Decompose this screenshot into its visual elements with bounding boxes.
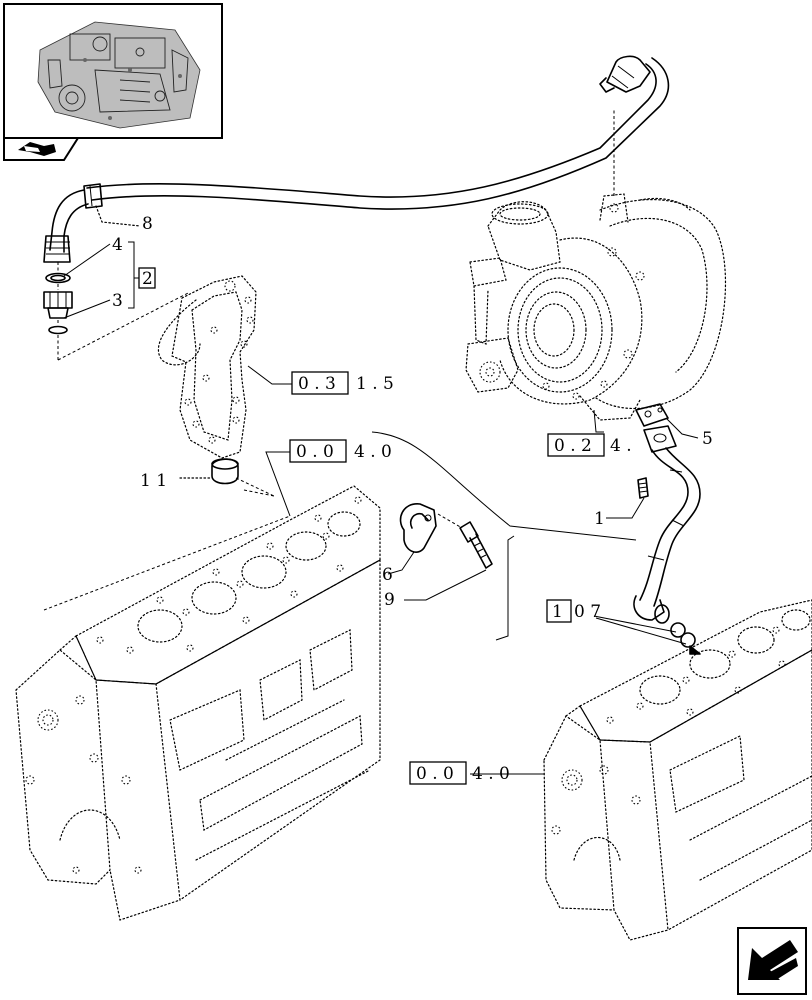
screw-1 xyxy=(637,477,649,499)
oil-return-pipe xyxy=(633,425,701,655)
callout-11[interactable]: 1 1 xyxy=(140,471,167,491)
ref-024[interactable]: 0 . 2 4 . xyxy=(547,409,632,457)
callout-4[interactable]: 4 xyxy=(112,235,123,255)
svg-text:4 . 0: 4 . 0 xyxy=(472,764,510,784)
callout-2[interactable]: 2 xyxy=(142,269,153,289)
clamp-6 xyxy=(399,503,437,553)
svg-text:0 . 2: 0 . 2 xyxy=(554,436,592,456)
oil-filter-cover xyxy=(157,275,257,459)
turbocharger xyxy=(465,193,727,421)
callout-9[interactable]: 9 xyxy=(384,590,395,610)
svg-text:0 . 3: 0 . 3 xyxy=(298,374,336,394)
oil-feed-pipe xyxy=(43,55,670,263)
svg-text:4 .: 4 . xyxy=(610,436,632,456)
bolt-9 xyxy=(459,521,493,569)
callout-3[interactable]: 3 xyxy=(112,291,123,311)
callout-6[interactable]: 6 xyxy=(382,565,393,585)
assembly-line-cover xyxy=(57,291,191,361)
gasket-5 xyxy=(635,403,669,427)
svg-text:4 . 0: 4 . 0 xyxy=(354,442,392,462)
book-arrow-icon[interactable] xyxy=(3,137,80,161)
next-page-arrow-icon[interactable] xyxy=(737,927,807,995)
svg-text:0 . 0: 0 . 0 xyxy=(296,442,334,462)
ref-004-upper[interactable]: 0 . 0 4 . 0 xyxy=(265,439,392,517)
callout-1[interactable]: 1 xyxy=(594,509,605,529)
ref-031-5[interactable]: 0 . 3 1 . 5 xyxy=(247,365,394,395)
callout-107[interactable]: 1 0 7 xyxy=(546,599,687,645)
callout-group-left: 8 4 3 2 xyxy=(63,205,156,319)
engine-block-right xyxy=(543,599,812,941)
callout-5[interactable]: 5 xyxy=(702,429,713,449)
svg-text:0 7: 0 7 xyxy=(574,602,601,622)
plug-11 xyxy=(211,458,239,485)
engine-block-left xyxy=(15,485,381,921)
ref-004-lower[interactable]: 0 . 0 4 . 0 xyxy=(409,761,544,785)
svg-text:0 . 0: 0 . 0 xyxy=(416,764,454,784)
svg-text:1 . 5: 1 . 5 xyxy=(356,374,394,394)
engine-thumbnail-icon[interactable] xyxy=(3,3,223,139)
assembly-line-center xyxy=(371,431,637,541)
svg-text:1: 1 xyxy=(552,602,563,622)
callout-8[interactable]: 8 xyxy=(142,214,153,234)
adapter-assembly xyxy=(43,262,73,360)
